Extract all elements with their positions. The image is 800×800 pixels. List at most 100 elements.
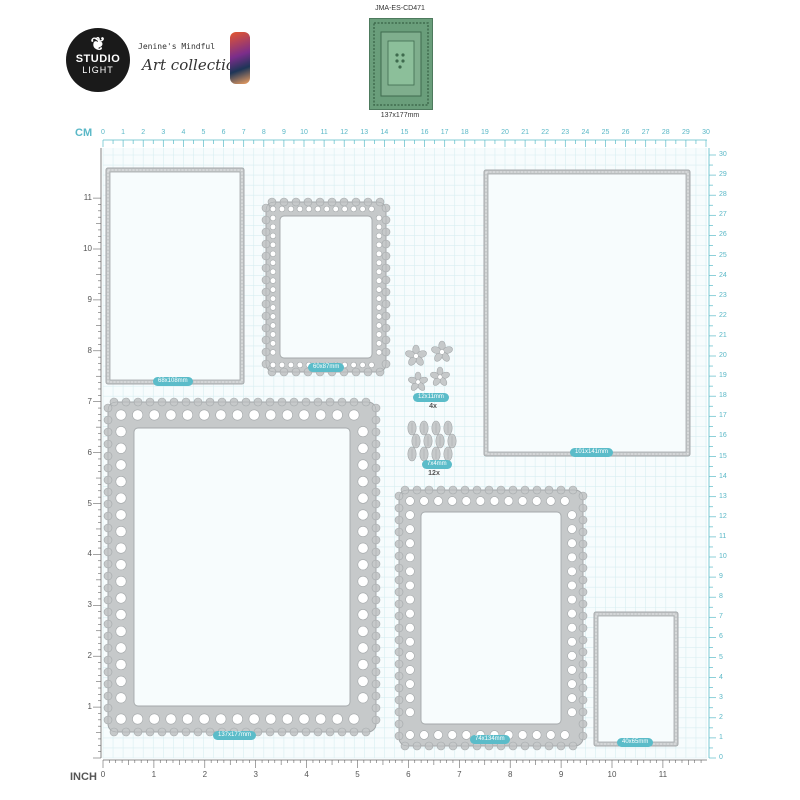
right-tick-label: 4 [719, 673, 723, 681]
inch-unit-label: INCH [70, 771, 97, 783]
right-tick-label: 13 [719, 492, 727, 500]
inch-tick-label: 4 [87, 549, 92, 559]
bottom-inch-tick-label: 9 [558, 770, 564, 779]
die-leaf [431, 420, 441, 436]
die-size-label: 12x11mm [413, 393, 449, 402]
cm-tick-label: 4 [181, 129, 186, 136]
right-tick-label: 10 [719, 553, 727, 560]
bottom-inch-tick-label: 10 [607, 770, 617, 779]
cm-tick-label: 17 [440, 129, 449, 136]
right-tick-label: 1 [719, 733, 723, 741]
die-size-label: 40x65mm [617, 738, 654, 747]
right-tick-label: 6 [719, 633, 723, 641]
die-leaf [431, 446, 441, 462]
right-tick-label: 3 [719, 693, 723, 701]
cm-tick-label: 0 [101, 129, 105, 136]
right-tick-label: 22 [719, 311, 727, 319]
inch-tick-label: 11 [83, 193, 92, 203]
die-size-label: 60x87mm [308, 363, 345, 372]
die-leaf [447, 433, 457, 449]
cm-tick-label: 29 [681, 129, 690, 136]
cm-tick-label: 20 [501, 129, 509, 136]
die-size-label: 7x4mm [422, 460, 452, 469]
die-101x141 [483, 169, 691, 457]
cm-tick-label: 30 [702, 129, 710, 136]
die-74x134 [394, 485, 588, 751]
bottom-inch-tick-label: 7 [457, 770, 462, 779]
brand-line-1: Jenine's Mindful [138, 42, 216, 51]
die-quantity-label: 4x [429, 403, 437, 410]
bottom-inch-tick-label: 1 [151, 770, 157, 779]
cm-tick-label: 11 [320, 129, 328, 136]
right-tick-label: 19 [719, 372, 727, 380]
inch-tick-label: 5 [87, 498, 92, 508]
bottom-inch-tick-label: 4 [304, 770, 309, 779]
die-68x108 [105, 167, 245, 385]
cm-tick-label: 26 [621, 129, 630, 136]
cm-tick-label: 2 [141, 129, 146, 136]
cm-tick-label: 28 [661, 129, 670, 136]
right-tick-label: 14 [719, 472, 727, 480]
bottom-inch-tick-label: 8 [507, 770, 513, 779]
right-tick-label: 30 [719, 151, 727, 158]
inch-tick-label: 6 [87, 447, 92, 457]
brand-logo: Jenine's Mindful Art collection [138, 32, 250, 84]
inch-tick-label: 2 [87, 651, 92, 661]
cm-tick-label: 24 [581, 129, 590, 136]
right-tick-label: 7 [719, 613, 723, 621]
brand-line-2: Art collection [142, 56, 245, 74]
right-tick-label: 5 [719, 653, 723, 661]
product-code: JMA-ES-CD471 [375, 5, 425, 12]
right-tick-label: 15 [719, 452, 727, 460]
ruler-ticks [93, 139, 716, 768]
die-flower [405, 344, 427, 366]
cm-tick-label: 6 [221, 129, 226, 136]
bottom-inch-tick-label: 3 [253, 770, 258, 779]
die-flower [408, 371, 428, 391]
inch-tick-label: 3 [87, 600, 92, 610]
right-tick-label: 28 [719, 191, 727, 199]
die-leaf [443, 446, 453, 462]
right-tick-label: 12 [719, 512, 727, 520]
cm-tick-label: 21 [521, 129, 529, 136]
cm-unit-label: CM [75, 127, 93, 139]
product-thumbnail [369, 18, 433, 110]
die-flower [430, 366, 450, 386]
cm-tick-label: 16 [420, 129, 429, 136]
cm-tick-label: 3 [161, 129, 166, 136]
logo-line-1: STUDIO [75, 53, 121, 65]
right-tick-label: 21 [719, 331, 727, 339]
cm-tick-label: 15 [400, 129, 409, 136]
die-size-label: 101x141mm [570, 448, 614, 457]
die-leaf [443, 420, 453, 436]
cm-tick-label: 22 [541, 129, 550, 136]
cm-tick-label: 13 [360, 129, 369, 136]
right-tick-label: 25 [719, 251, 727, 259]
butterfly-icon: ❦ [90, 34, 106, 54]
cm-tick-label: 7 [241, 129, 246, 136]
bottom-inch-tick-label: 6 [406, 770, 411, 779]
cm-tick-label: 10 [300, 129, 308, 136]
right-tick-label: 26 [719, 231, 727, 239]
cm-tick-label: 9 [281, 129, 286, 136]
product-size: 137x177mm [380, 112, 420, 119]
die-60x87 [261, 197, 391, 377]
right-tick-label: 16 [719, 432, 727, 440]
inch-tick-label: 7 [87, 396, 92, 406]
cm-tick-label: 8 [261, 129, 266, 136]
bottom-inch-tick-label: 5 [355, 770, 360, 779]
die-quantity-label: 12x [428, 470, 440, 477]
bottom-inch-tick-label: 0 [100, 770, 106, 779]
right-tick-label: 2 [719, 713, 723, 721]
cm-tick-label: 18 [460, 129, 469, 136]
inch-tick-label: 8 [87, 345, 92, 355]
die-flower [431, 340, 453, 362]
right-tick-label: 17 [719, 412, 727, 420]
right-tick-label: 18 [719, 392, 727, 400]
cm-tick-label: 19 [480, 129, 489, 136]
die-size-label: 74x134mm [470, 735, 510, 744]
right-tick-label: 11 [719, 532, 727, 540]
die-137x177 [103, 397, 381, 737]
